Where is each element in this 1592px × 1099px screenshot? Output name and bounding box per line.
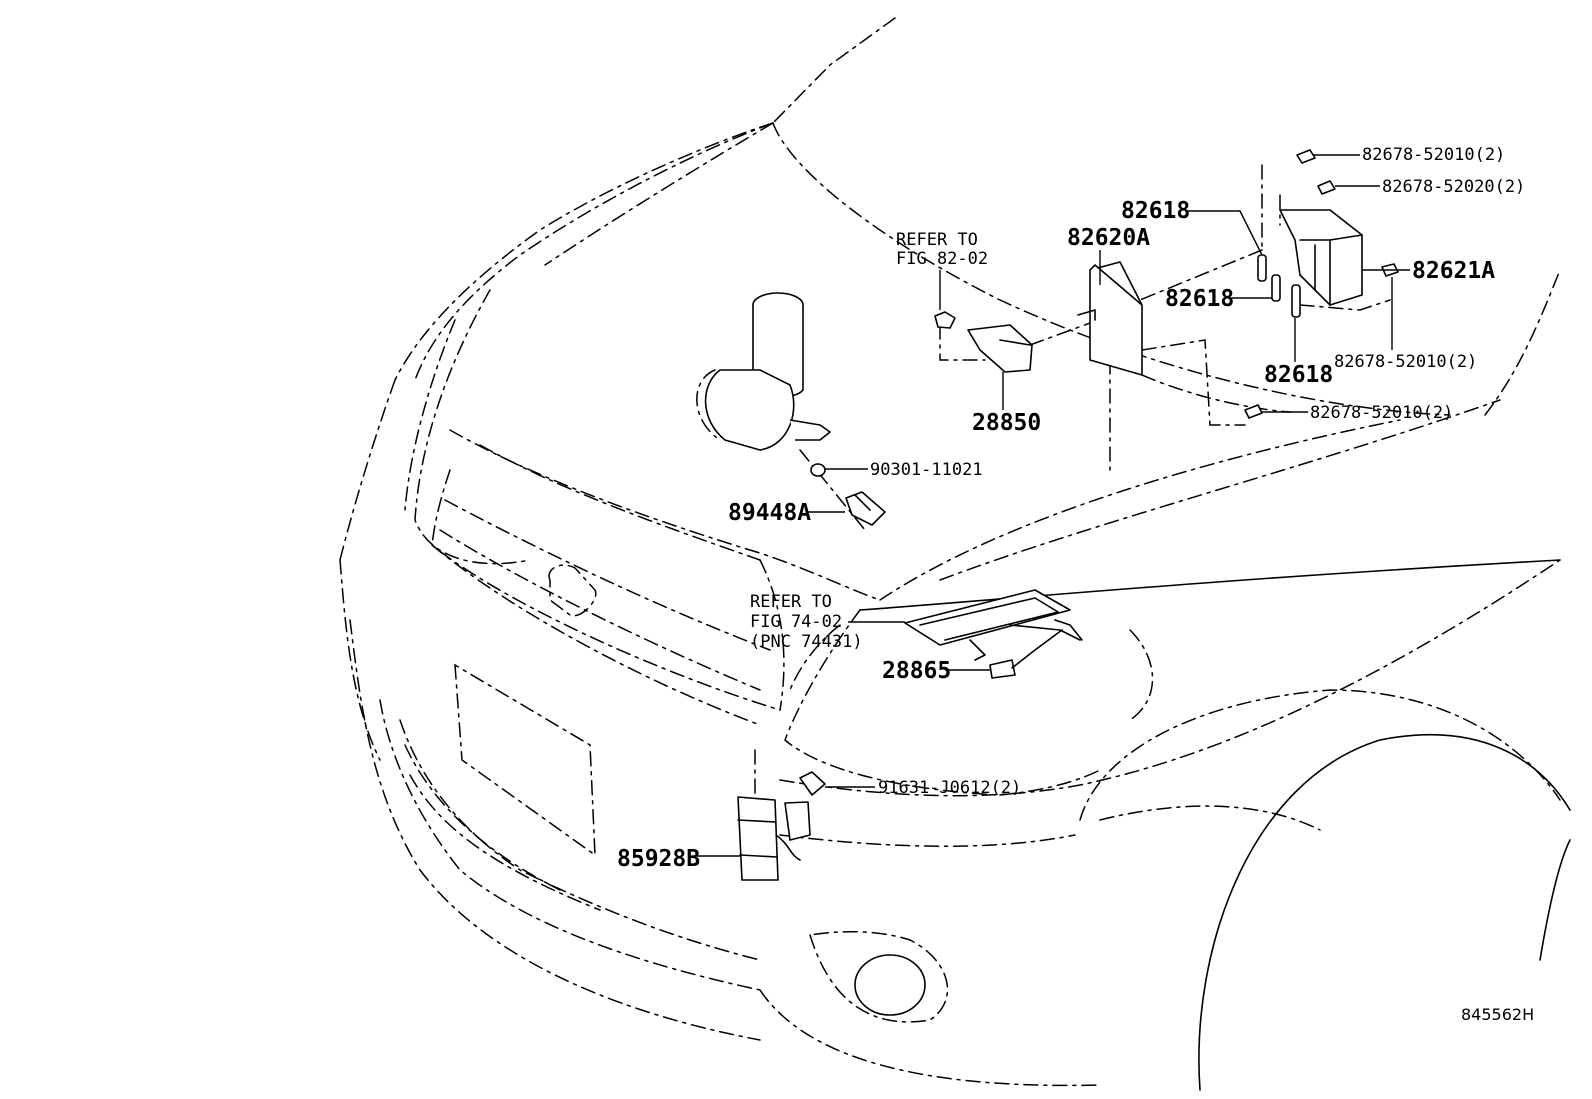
label-91631-J0612: 91631-J0612(2) bbox=[878, 778, 1021, 798]
washer-motor-assembly bbox=[696, 292, 866, 531]
label-85928B: 85928B bbox=[617, 846, 700, 872]
label-82618-bottom: 82618 bbox=[1264, 362, 1333, 388]
ref-fig-82-line1: REFER TO bbox=[896, 230, 978, 250]
sensor-28850 bbox=[934, 311, 1091, 373]
leader-lines bbox=[692, 154, 1410, 857]
label-82678-52010-top: 82678-52010(2) bbox=[1362, 145, 1505, 165]
label-90301-11021: 90301-11021 bbox=[870, 460, 983, 480]
junction-block-82621A bbox=[1139, 164, 1391, 311]
reference-notes: REFER TO FIG 82-02 REFER TO FIG 74-02 (P… bbox=[750, 230, 988, 652]
ref-fig-74-line3: (PNC 74431) bbox=[750, 632, 863, 652]
connector-85928B bbox=[737, 796, 811, 881]
fuse-parts-82618 bbox=[1257, 254, 1301, 318]
label-82620A: 82620A bbox=[1067, 225, 1150, 251]
relay-box-82620A bbox=[1077, 261, 1291, 426]
label-82621A: 82621A bbox=[1412, 258, 1495, 284]
vehicle-body-outline bbox=[339, 17, 1571, 1091]
label-82618-top: 82618 bbox=[1121, 198, 1190, 224]
part-labels: 82678-52010(2) 82678-52020(2) 82618 8262… bbox=[617, 145, 1525, 872]
label-89448A: 89448A bbox=[728, 500, 811, 526]
label-82618-middle: 82618 bbox=[1165, 286, 1234, 312]
label-82678-52010-right: 82678-52010(2) bbox=[1334, 352, 1477, 372]
ref-fig-74-line2: FIG 74-02 bbox=[750, 612, 842, 632]
label-28850: 28850 bbox=[972, 410, 1041, 436]
level-sensor-part bbox=[845, 491, 886, 526]
label-82678-52010-lower: 82678-52010(2) bbox=[1310, 403, 1453, 423]
bracket-28865 bbox=[904, 589, 1083, 679]
figure-code: 845562H bbox=[1461, 1005, 1534, 1024]
ref-fig-82-line2: FIG 82-02 bbox=[896, 249, 988, 269]
o-ring-part bbox=[810, 463, 826, 477]
label-28865: 28865 bbox=[882, 658, 951, 684]
ref-fig-74-line1: REFER TO bbox=[750, 592, 832, 612]
label-82678-52020: 82678-52020(2) bbox=[1382, 177, 1525, 197]
